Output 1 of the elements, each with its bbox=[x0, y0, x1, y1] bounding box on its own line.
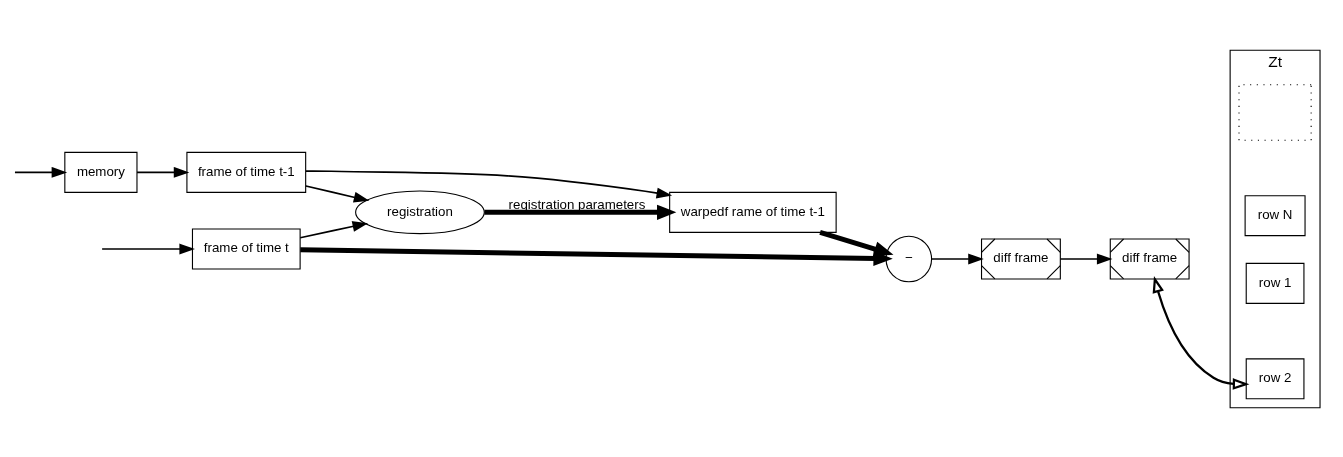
edge-label: registration parameters bbox=[508, 196, 646, 212]
